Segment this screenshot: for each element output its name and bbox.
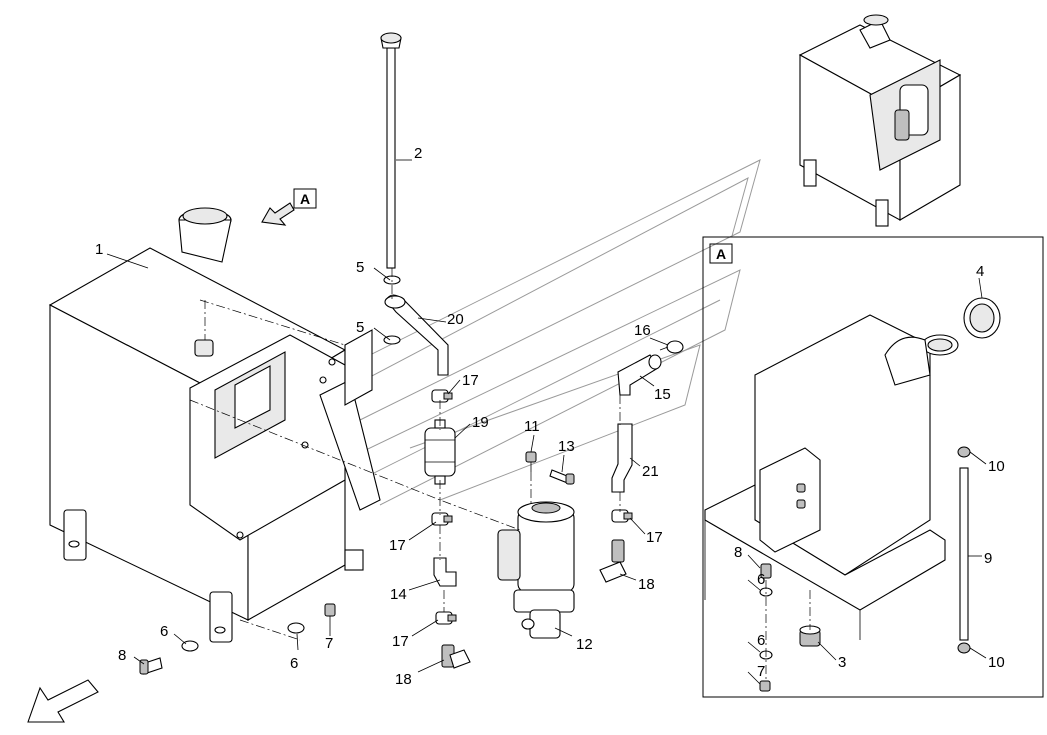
view-a-marker: A <box>261 188 317 226</box>
ghost-outline-arrows <box>319 159 761 507</box>
callout-17: 17 <box>392 633 409 650</box>
callout-19: 19 <box>472 414 489 431</box>
nut-7-detail <box>759 680 771 692</box>
callout-6: 6 <box>160 623 168 640</box>
hose-clamp-17-upper <box>431 389 453 403</box>
callout-6: 6 <box>757 571 765 588</box>
assembly-overview-thumbnail <box>798 14 962 227</box>
bolt-8-detail <box>760 563 772 579</box>
callout-8: 8 <box>118 647 126 664</box>
washer-16 <box>666 340 684 354</box>
hose-21 <box>611 423 633 493</box>
hose-clamp-17-right <box>611 509 633 523</box>
callout-13: 13 <box>558 438 575 455</box>
callout-20: 20 <box>447 311 464 328</box>
callout-2: 2 <box>414 145 422 162</box>
callout-17: 17 <box>646 529 663 546</box>
callout-1: 1 <box>95 241 103 258</box>
callout-4: 4 <box>976 263 984 280</box>
callout-5: 5 <box>356 319 364 336</box>
callout-9: 9 <box>984 550 992 567</box>
callout-15: 15 <box>654 386 671 403</box>
callout-18: 18 <box>638 576 655 593</box>
callout-17: 17 <box>389 537 406 554</box>
callout-3: 3 <box>838 654 846 671</box>
mounting-bracket <box>319 329 381 511</box>
callout-8: 8 <box>734 544 742 561</box>
view-marker-letter: A <box>300 191 310 207</box>
bolt-11 <box>525 451 537 472</box>
elbow-fitting-18-left <box>441 644 471 669</box>
callout-11: 11 <box>524 418 540 435</box>
callout-14: 14 <box>390 586 407 603</box>
callout-21: 21 <box>642 463 659 480</box>
callout-10: 10 <box>988 458 1005 475</box>
bolt-13 <box>549 469 575 485</box>
dipstick <box>380 32 402 269</box>
detail-view-letter: A <box>716 246 726 262</box>
return-filter <box>497 501 575 639</box>
callout-7: 7 <box>325 635 333 652</box>
callout-5: 5 <box>356 259 364 276</box>
hose-clamp-17-lower <box>435 611 457 625</box>
detail-view-a: A <box>702 236 1044 698</box>
callout-10: 10 <box>988 654 1005 671</box>
callout-12: 12 <box>576 636 593 653</box>
callout-17: 17 <box>462 372 479 389</box>
bent-tube <box>384 294 449 376</box>
sight-gauge <box>957 446 971 654</box>
callout-7: 7 <box>757 663 765 680</box>
callout-leader-lines <box>106 159 987 685</box>
callout-6: 6 <box>290 655 298 672</box>
callout-16: 16 <box>634 322 651 339</box>
assembly-centerlines <box>189 268 669 641</box>
hose-14 <box>433 557 457 587</box>
view-arrow-icon <box>261 202 295 226</box>
callout-labels: 1 2 3 4 5 5 6 6 6 6 7 7 8 8 9 10 10 11 1… <box>95 145 1005 688</box>
hydraulic-tank <box>48 207 364 643</box>
callout-6: 6 <box>757 632 765 649</box>
filler-cap <box>963 297 1001 339</box>
callout-18: 18 <box>395 671 412 688</box>
direction-arrow-icon <box>27 679 99 723</box>
hose-clamp-17-middle <box>431 512 453 526</box>
elbow-fitting-18-right <box>599 539 627 583</box>
